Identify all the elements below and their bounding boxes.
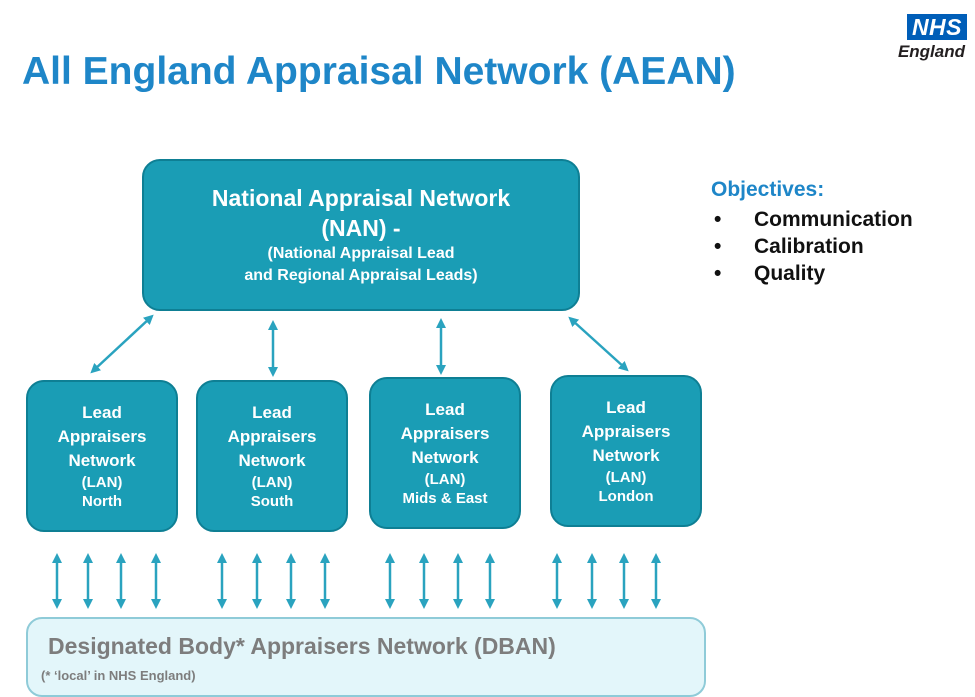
arrow-nan-london <box>568 316 629 372</box>
arrow-nan-north <box>90 314 154 374</box>
lan-label-appraisers: Appraisers <box>581 422 671 441</box>
lan-label-network: Network <box>411 448 479 467</box>
objectives-list: Communication Calibration Quality <box>711 206 913 287</box>
dban-title: Designated Body* Appraisers Network (DBA… <box>48 633 556 659</box>
nan-detail-1: (National Appraisal Lead <box>267 245 455 262</box>
lan-london-box: Lead Appraisers Network (LAN) London <box>550 375 702 527</box>
designated-body-network-box: Designated Body* Appraisers Network (DBA… <box>26 617 706 697</box>
objective-item: Communication <box>711 206 913 233</box>
lan-label-appraisers: Appraisers <box>227 427 317 446</box>
lan-label-acronym: (LAN) <box>81 474 123 491</box>
lan-label-acronym: (LAN) <box>424 471 466 488</box>
lan-label-lead: Lead <box>606 398 646 417</box>
lan-label-lead: Lead <box>252 403 292 422</box>
objective-item: Calibration <box>711 233 913 260</box>
lan-label-lead: Lead <box>82 403 122 422</box>
dban-footnote: (* ‘local’ in NHS England) <box>41 668 196 683</box>
lan-label-network: Network <box>68 451 136 470</box>
nan-acronym: (NAN) - <box>321 215 401 241</box>
lan-label-region: London <box>598 488 654 505</box>
nan-detail-2: and Regional Appraisal Leads) <box>244 267 478 284</box>
lan-label-acronym: (LAN) <box>605 469 647 486</box>
lan-label-appraisers: Appraisers <box>57 427 147 446</box>
lan-label-region: South <box>250 493 294 510</box>
lan-label-appraisers: Appraisers <box>400 424 490 443</box>
lan-label-network: Network <box>238 451 306 470</box>
objective-item: Quality <box>711 260 913 287</box>
objectives-panel: Objectives: Communication Calibration Qu… <box>711 178 913 287</box>
lan-mids-east-box: Lead Appraisers Network (LAN) Mids & Eas… <box>369 377 521 529</box>
lan-label-region: Mids & East <box>402 490 488 507</box>
nan-title: National Appraisal Network <box>211 185 511 211</box>
lan-label-lead: Lead <box>425 400 465 419</box>
lan-north-box: Lead Appraisers Network (LAN) North <box>26 380 178 532</box>
lan-label-region: North <box>82 493 122 510</box>
lan-south-box: Lead Appraisers Network (LAN) South <box>196 380 348 532</box>
national-appraisal-network-box: National Appraisal Network (NAN) - (Nati… <box>142 159 580 311</box>
nhs-logo-mark: NHS <box>906 14 967 40</box>
objectives-heading: Objectives: <box>711 178 825 201</box>
lan-label-acronym: (LAN) <box>251 474 293 491</box>
lan-label-network: Network <box>592 446 660 465</box>
logo-england-text: England <box>897 42 965 61</box>
page-title: All England Appraisal Network (AEAN) <box>22 50 736 93</box>
